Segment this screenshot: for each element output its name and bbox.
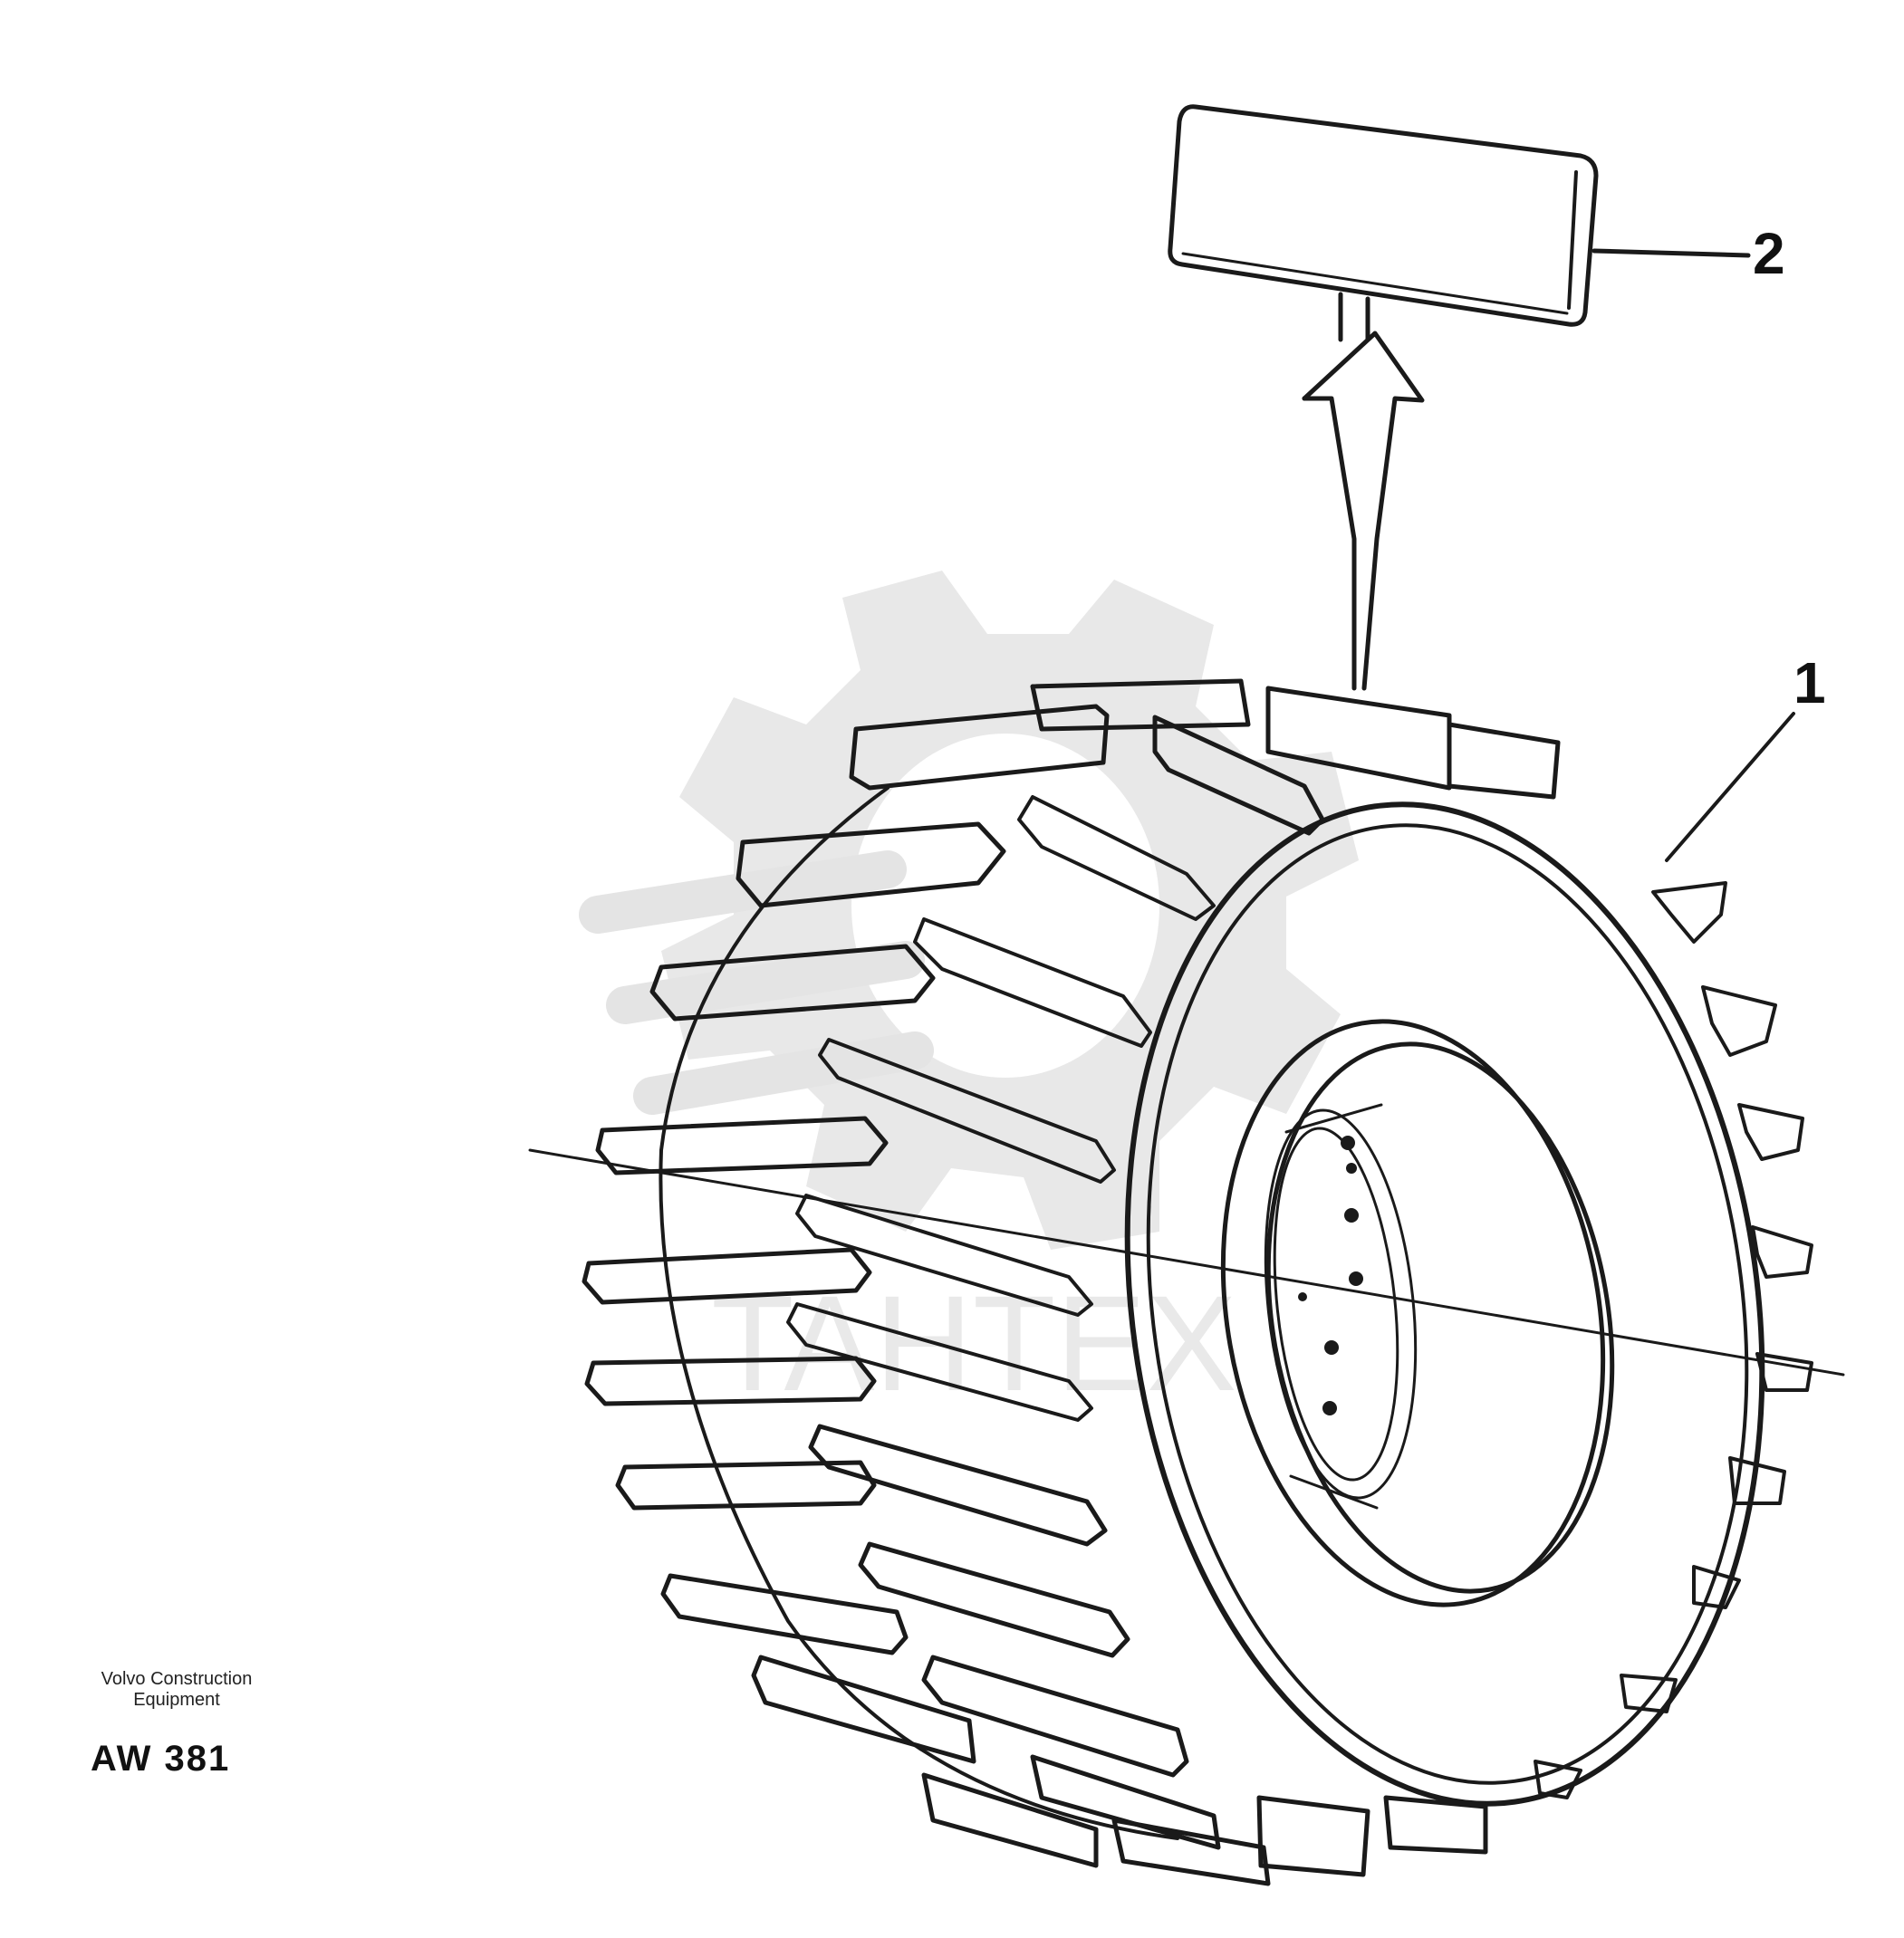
up-arrow xyxy=(1302,292,1425,691)
tire-sidewall xyxy=(1124,801,1765,1807)
manufacturer-credit: Volvo Construction Equipment xyxy=(63,1669,290,1711)
wheel-rim xyxy=(1220,1019,1615,1607)
label-plate xyxy=(1168,104,1599,327)
side-lugs xyxy=(1534,881,1813,1799)
callout-1: 1 xyxy=(1793,650,1826,715)
callout-2: 2 xyxy=(1753,221,1785,286)
manufacturer-line-2: Equipment xyxy=(133,1690,220,1710)
tread-lugs xyxy=(582,678,1561,1886)
leader-line-2 xyxy=(1591,248,1751,258)
leader-line-1 xyxy=(1665,712,1795,862)
drawing-code: AW 381 xyxy=(91,1739,231,1779)
manufacturer-line-1: Volvo Construction xyxy=(101,1669,253,1689)
axle-centerline xyxy=(528,1148,1845,1377)
tire-rear-edge xyxy=(659,786,1179,1840)
